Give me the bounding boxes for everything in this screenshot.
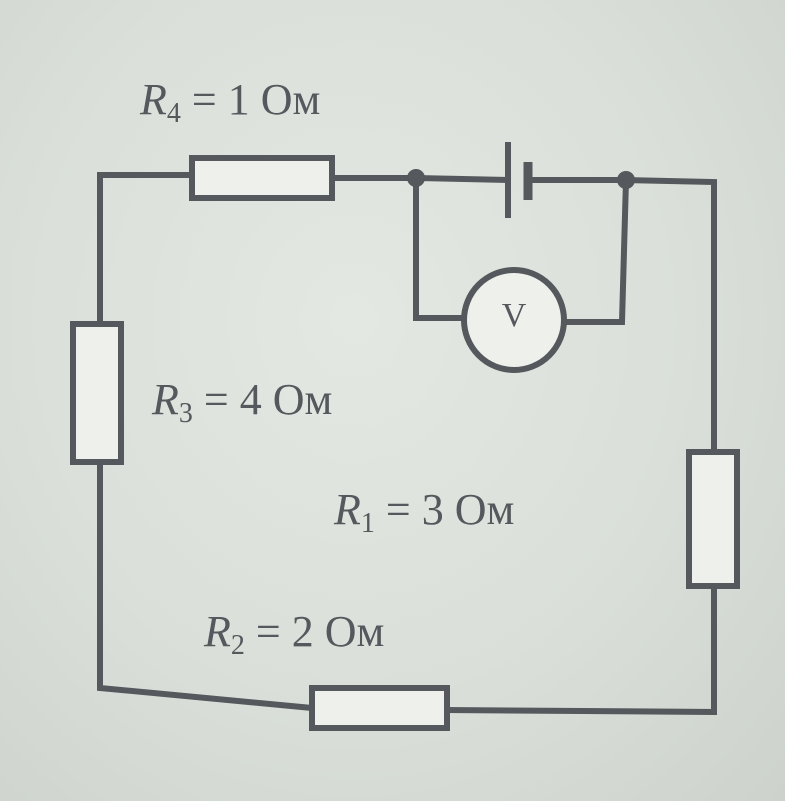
junction-dot-icon (407, 169, 425, 187)
wire-top-right (622, 176, 717, 455)
wire-voltmeter-left (413, 175, 466, 321)
wire-top-left (97, 172, 195, 325)
resistor-r3 (70, 321, 124, 465)
wire-bottom-right (443, 706, 718, 716)
resistor-r1 (686, 449, 740, 589)
resistor-r4 (189, 155, 335, 201)
label-r4: R4 = 1 Ом (140, 75, 321, 129)
wire-voltmeter-right (562, 176, 630, 325)
label-r3: R3 = 4 Ом (152, 375, 333, 429)
label-r1: R1 = 3 Ом (334, 485, 515, 539)
label-r2: R2 = 2 Ом (204, 607, 385, 661)
junction-dot-icon (617, 171, 635, 189)
voltmeter-letter: V (501, 297, 527, 334)
wire-bottom-left (97, 459, 316, 712)
wire-node-to-battery (412, 174, 512, 184)
voltmeter-icon (461, 267, 567, 373)
resistor-r2 (309, 685, 450, 731)
battery-icon (505, 142, 533, 218)
